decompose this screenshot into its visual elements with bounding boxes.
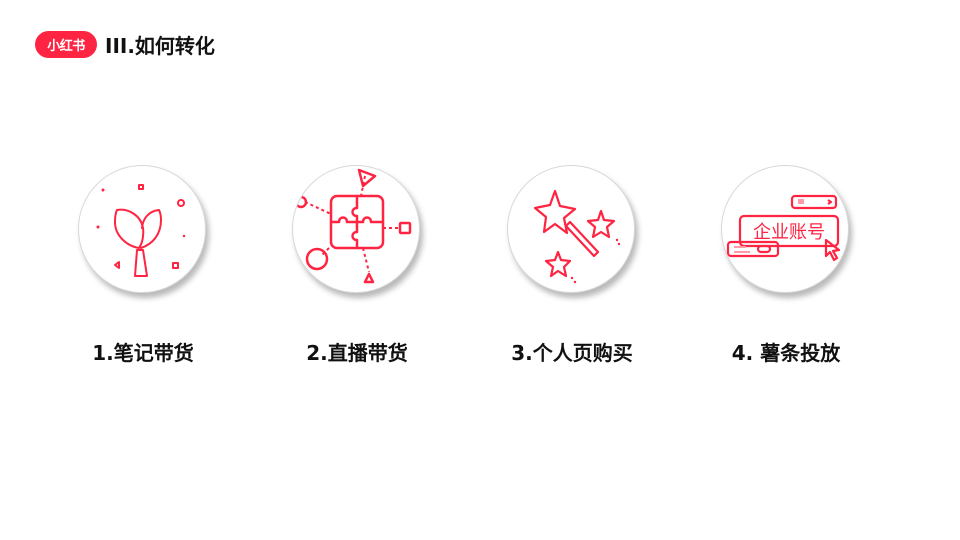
conversion-item-livestream: 2.直播带货 bbox=[292, 165, 422, 365]
xiaohongshu-logo: 小红书 bbox=[35, 30, 97, 58]
conversion-item-profile-purchase: 3.个人页购买 bbox=[507, 165, 637, 365]
page-title: III.如何转化 bbox=[105, 33, 215, 58]
conversion-item-notes: 1.笔记带货 bbox=[78, 165, 208, 365]
puzzle-network-icon bbox=[294, 168, 412, 284]
icon-circle bbox=[78, 165, 206, 293]
icon-circle: 企业账号 bbox=[721, 165, 849, 293]
conversion-item-shutiao-ads: 企业账号 4. 薯条投放 bbox=[721, 165, 851, 365]
slide-header: 小红书 III.如何转化 bbox=[35, 30, 215, 58]
icon-circle bbox=[507, 165, 635, 293]
enterprise-account-icon: 企业账号 bbox=[726, 194, 841, 262]
item-label: 2.直播带货 bbox=[306, 341, 408, 365]
magic-wand-stars-icon bbox=[533, 189, 621, 284]
item-label: 1.笔记带货 bbox=[92, 341, 194, 365]
svg-text:企业账号: 企业账号 bbox=[753, 222, 825, 243]
item-label: 4. 薯条投放 bbox=[731, 341, 841, 365]
sprout-icon bbox=[96, 184, 186, 277]
item-label: 3.个人页购买 bbox=[511, 341, 633, 365]
icon-circle bbox=[292, 165, 420, 293]
